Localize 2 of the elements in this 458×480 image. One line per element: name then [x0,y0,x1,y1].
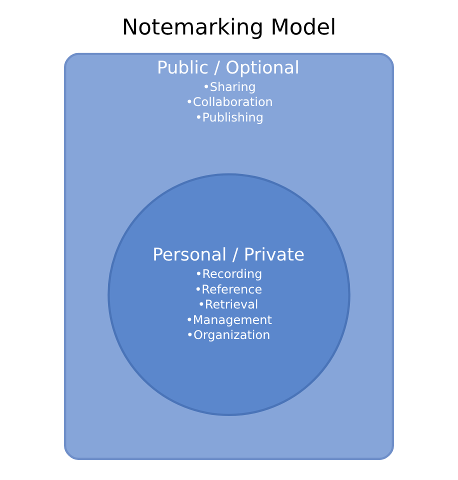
node-circle: Personal / Private •Recording •Reference •Retrieval •Management •Organization [108,173,350,416]
diagram-title: Notemarking Model [122,15,336,40]
